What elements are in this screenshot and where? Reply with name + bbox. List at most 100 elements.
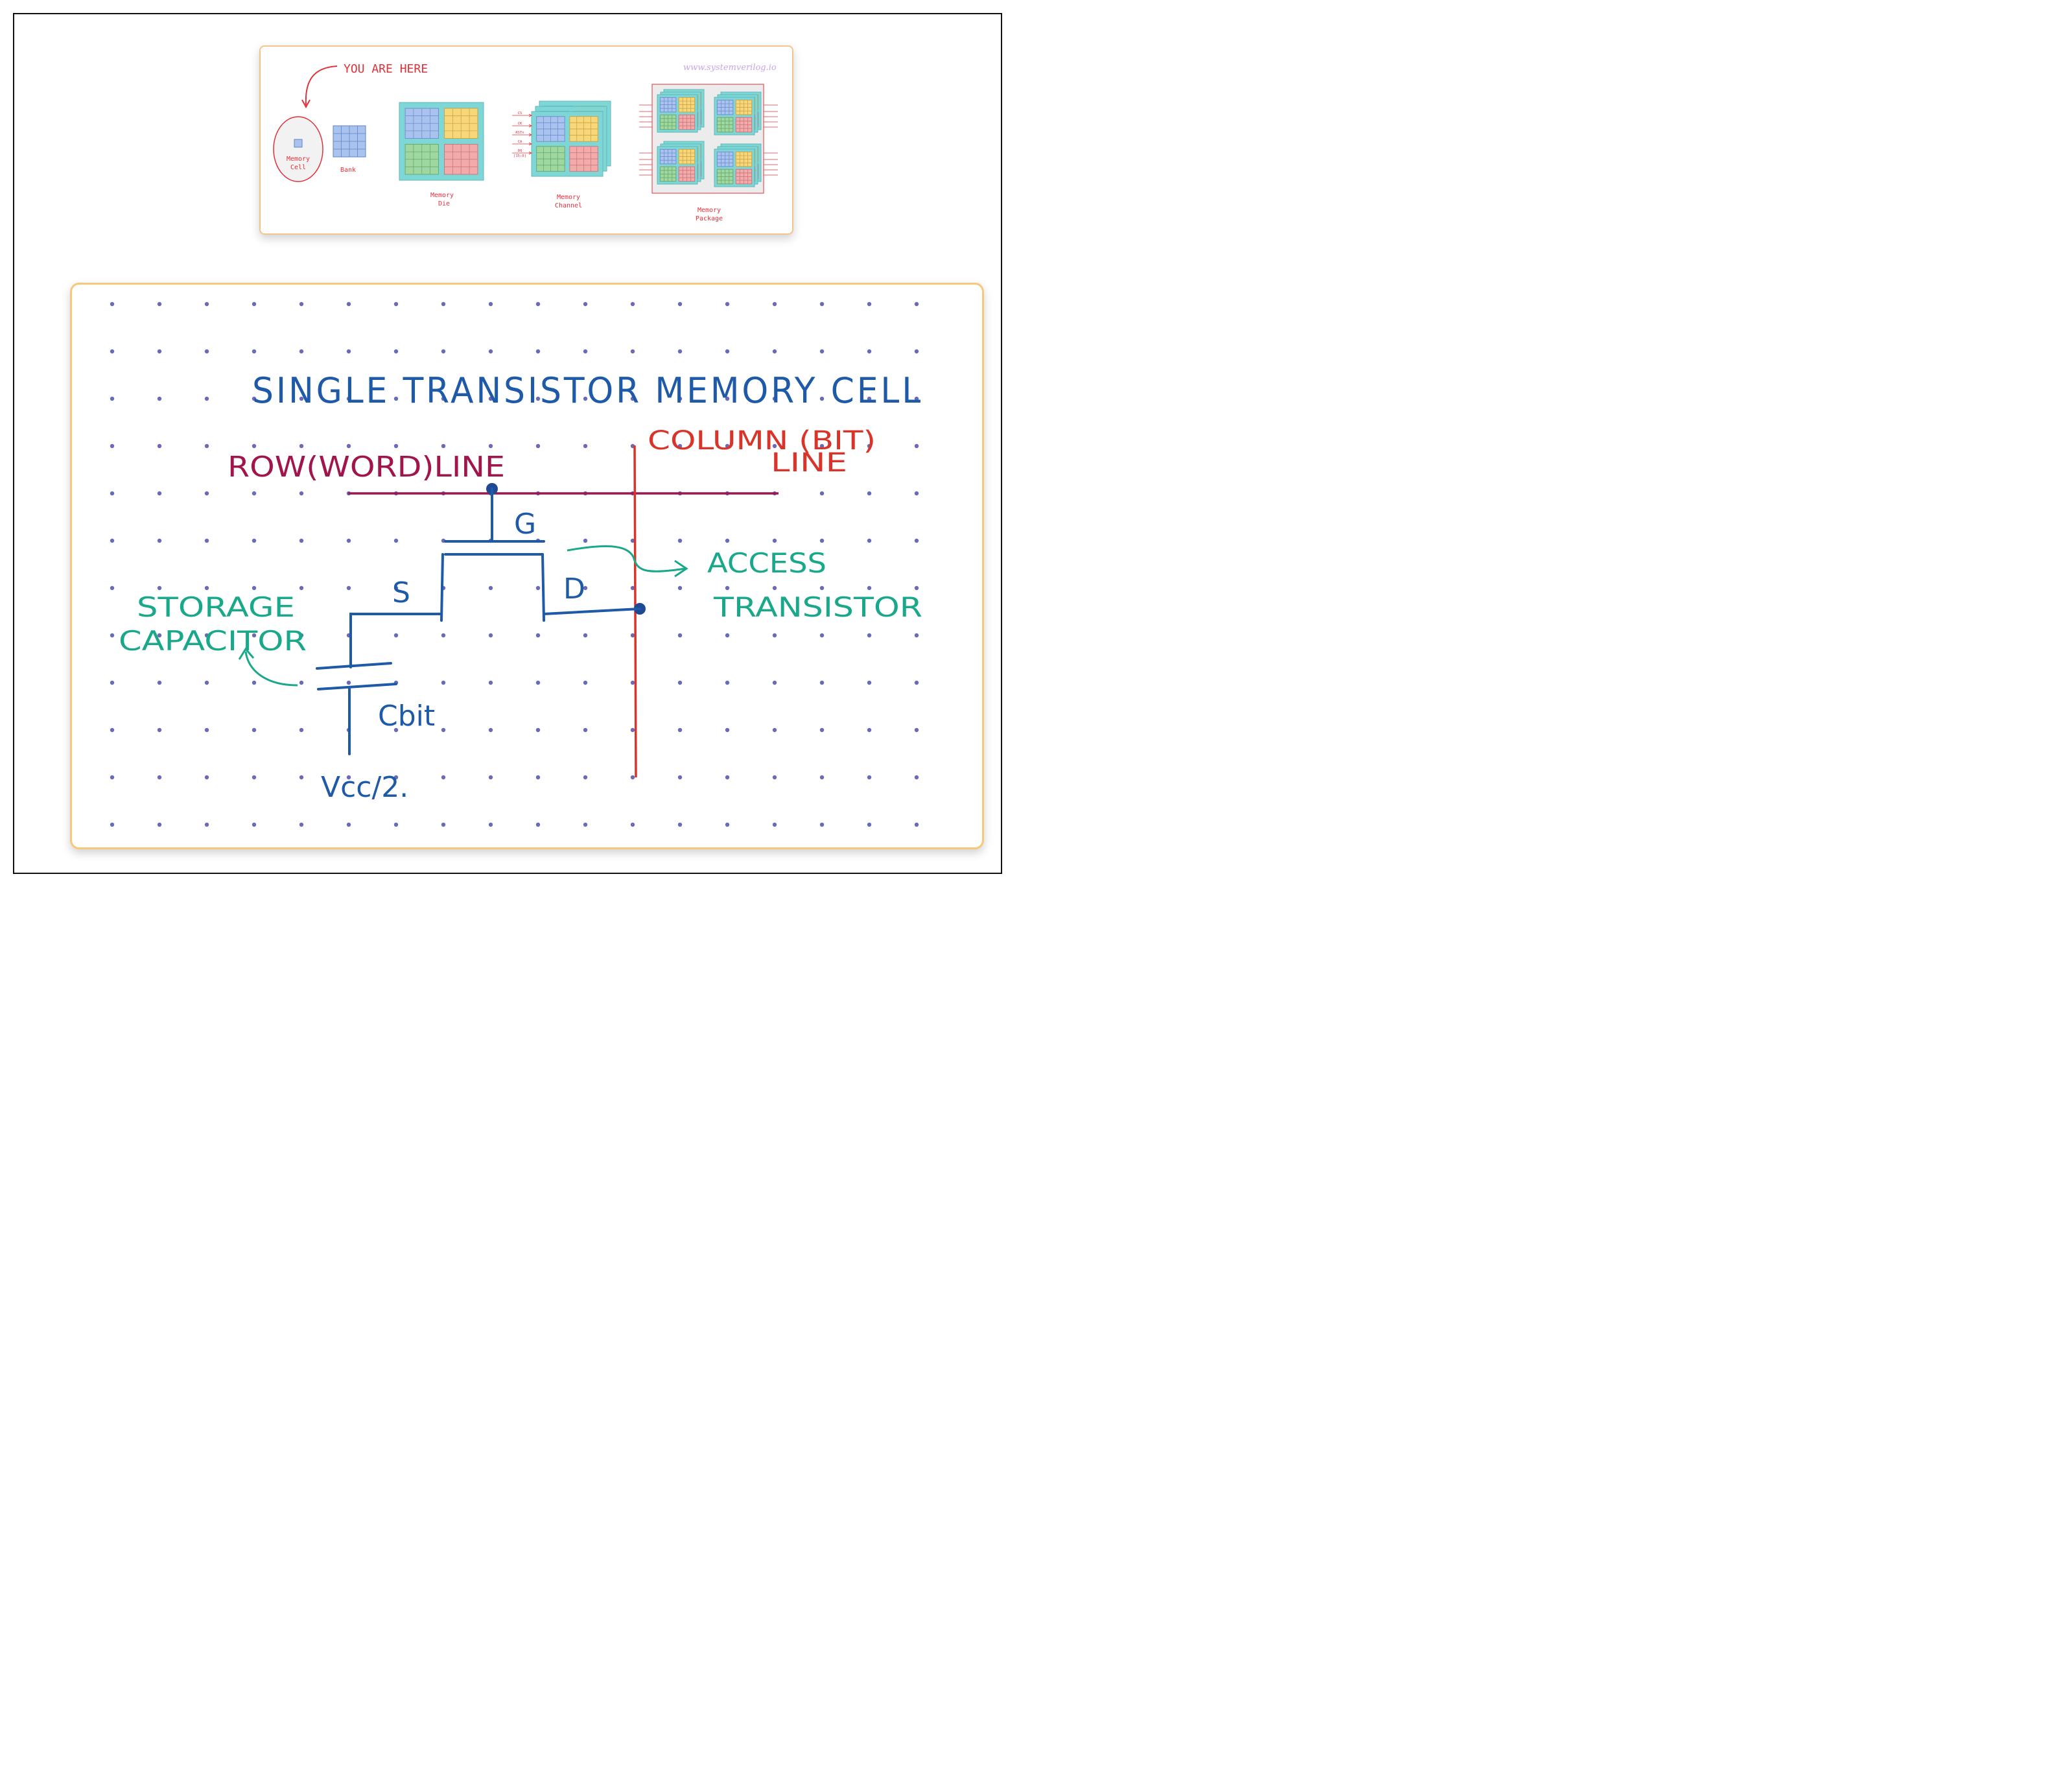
grid-dot	[677, 349, 683, 354]
grid-dot	[725, 585, 730, 591]
grid-dot	[299, 538, 304, 543]
grid-dot	[914, 491, 919, 496]
grid-dot	[914, 585, 919, 591]
cbit-label: Cbit	[378, 700, 435, 733]
grid-dot	[772, 443, 777, 449]
grid-dot	[867, 633, 872, 638]
grid-dot	[204, 301, 209, 307]
package-diagram	[639, 84, 778, 194]
grid-dot	[110, 538, 115, 543]
grid-dot	[725, 349, 730, 354]
grid-dot	[346, 443, 351, 449]
grid-dot	[299, 633, 304, 638]
grid-dot	[346, 585, 351, 591]
grid-dot	[393, 775, 399, 780]
grid-dot	[299, 349, 304, 354]
memory-cell-square	[294, 139, 303, 148]
grid-dot	[867, 680, 872, 685]
grid-dot	[630, 585, 635, 591]
grid-dot	[204, 491, 209, 496]
grid-dot	[535, 396, 541, 401]
grid-dot	[393, 585, 399, 591]
grid-dot	[441, 727, 446, 733]
grid-dot	[914, 349, 919, 354]
grid-dot	[157, 822, 162, 827]
grid-dot	[441, 396, 446, 401]
grid-dot	[819, 396, 825, 401]
grid-dot	[299, 585, 304, 591]
grid-dot	[677, 775, 683, 780]
grid-dot	[393, 443, 399, 449]
channel-label-2: Channel	[555, 202, 582, 209]
grid-dot	[867, 727, 872, 733]
grid-dot	[819, 680, 825, 685]
grid-dot	[488, 301, 493, 307]
grid-dot	[725, 538, 730, 543]
grid-dot	[393, 349, 399, 354]
source-label: S	[392, 576, 410, 609]
grid-dot	[488, 443, 493, 449]
grid-dot	[583, 443, 588, 449]
column-line-label-1: COLUMN (BIT)	[648, 426, 876, 456]
grid-dot	[914, 301, 919, 307]
grid-dot	[204, 727, 209, 733]
grid-dot	[299, 443, 304, 449]
grid-dot	[441, 822, 446, 827]
grid-dot	[583, 680, 588, 685]
grid-dot	[772, 680, 777, 685]
grid-dot	[299, 822, 304, 827]
grid-dot	[204, 585, 209, 591]
grid-dot	[772, 633, 777, 638]
grid-dot	[157, 443, 162, 449]
you-are-here-arrow	[305, 65, 338, 106]
grid-dot	[252, 396, 257, 401]
grid-dot	[204, 822, 209, 827]
access-arrow	[567, 545, 686, 572]
grid-dot	[725, 633, 730, 638]
grid-dot	[110, 491, 115, 496]
grid-dot	[725, 680, 730, 685]
grid-dot	[110, 727, 115, 733]
grid-dot	[914, 443, 919, 449]
die-label-2: Die	[438, 200, 450, 207]
grid-dot	[867, 538, 872, 543]
grid-dot	[346, 822, 351, 827]
grid-dot	[630, 680, 635, 685]
grid-dot	[725, 775, 730, 780]
dot-grid	[110, 301, 919, 827]
vcc-label: Vcc/2.	[321, 771, 408, 804]
grid-dot	[346, 680, 351, 685]
grid-dot	[914, 633, 919, 638]
grid-dot	[252, 727, 257, 733]
grid-dot	[772, 727, 777, 733]
grid-dot	[867, 301, 872, 307]
grid-dot	[299, 680, 304, 685]
die-diagram	[399, 102, 484, 181]
channel-signal-label: CS	[518, 112, 522, 115]
sketch-title: SINGLE TRANSISTOR MEMORY CELL	[252, 370, 923, 411]
grid-dot	[583, 775, 588, 780]
grid-dot	[819, 822, 825, 827]
grid-dot	[867, 396, 872, 401]
grid-dot	[252, 443, 257, 449]
grid-dot	[677, 822, 683, 827]
access-label-1: ACCESS	[707, 547, 826, 579]
grid-dot	[867, 585, 872, 591]
grid-dot	[488, 585, 493, 591]
grid-dot	[583, 396, 588, 401]
grid-dot	[488, 775, 493, 780]
transistor-sketch-card: SINGLE TRANSISTOR MEMORY CELL ROW(WORD)L…	[70, 283, 984, 849]
grid-dot	[488, 633, 493, 638]
grid-dot	[110, 822, 115, 827]
grid-dot	[252, 349, 257, 354]
grid-dot	[819, 491, 825, 496]
grid-dot	[725, 727, 730, 733]
access-label-2: TRANSISTOR	[713, 591, 922, 623]
bank-label: Bank	[340, 167, 356, 174]
gate-label: G	[514, 508, 536, 541]
grid-dot	[157, 301, 162, 307]
grid-dot	[157, 491, 162, 496]
memory-cell-label-1: Memory	[287, 156, 310, 163]
channel-signal-label: RSTn	[515, 131, 524, 135]
row-line-label: ROW(WORD)LINE	[228, 451, 505, 484]
